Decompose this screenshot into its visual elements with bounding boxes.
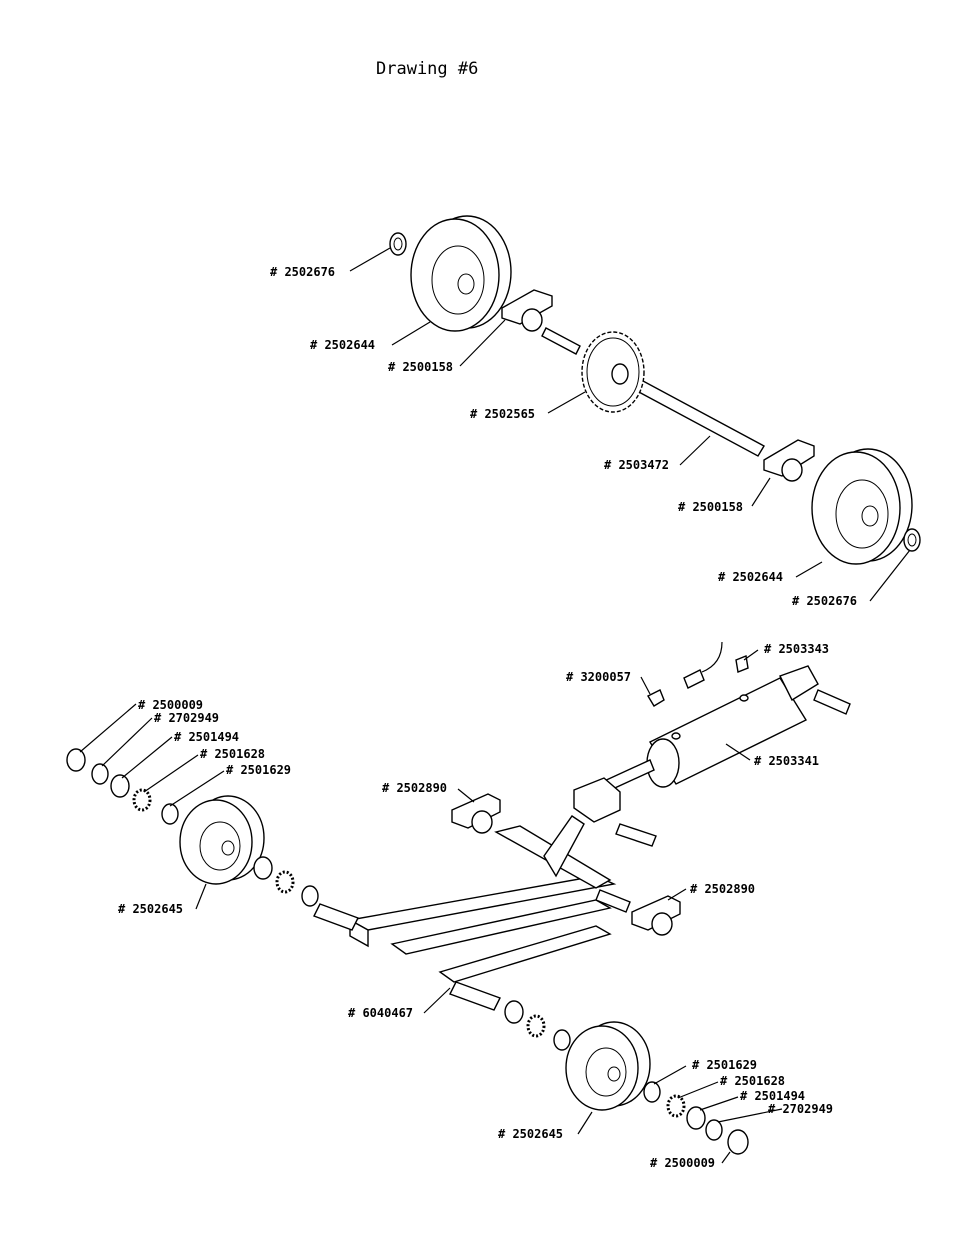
label-2502645-right: # 2502645 xyxy=(498,1127,563,1141)
label-2502645-left: # 2502645 xyxy=(118,902,183,916)
wheel-2502644-right xyxy=(811,448,913,565)
label-6040467: # 6040467 xyxy=(348,1006,413,1020)
right-bearing-stack xyxy=(504,1000,749,1155)
clevis xyxy=(573,777,657,847)
wheel-2502644-top xyxy=(410,215,512,332)
label-2502644-right: # 2502644 xyxy=(718,570,783,584)
left-bearing-stack xyxy=(66,748,319,907)
label-2501494-right: # 2501494 xyxy=(740,1089,805,1103)
label-2502676-top: # 2502676 xyxy=(270,265,335,279)
label-2502644-top: # 2502644 xyxy=(310,338,375,352)
part-labels: # 2502676 # 2502644 # 2500158 # 2502565 … xyxy=(118,265,857,1170)
label-2501494-left: # 2501494 xyxy=(174,730,239,744)
label-2702949-left: # 2702949 xyxy=(154,711,219,725)
label-2501629-left: # 2501629 xyxy=(226,763,291,777)
label-2500158-right: # 2500158 xyxy=(678,500,743,514)
label-2500009-right: # 2500009 xyxy=(650,1156,715,1170)
axle-2503472 xyxy=(541,327,765,457)
hose-fitting xyxy=(683,641,723,689)
label-2502890-left: # 2502890 xyxy=(382,781,447,795)
label-2503341: # 2503341 xyxy=(754,754,819,768)
bottom-axle-assembly xyxy=(66,641,851,1155)
bearing-block-2502890-left xyxy=(451,793,501,834)
top-axle-assembly xyxy=(389,215,921,565)
drawing-title: Drawing #6 xyxy=(376,59,478,79)
bearing-block-2502890-right xyxy=(631,895,681,936)
label-2503472: # 2503472 xyxy=(604,458,669,472)
hydraulic-cylinder-2503341 xyxy=(601,665,851,793)
sprocket-2502565 xyxy=(581,331,645,413)
label-2502890-right: # 2502890 xyxy=(690,882,755,896)
bearing-block-2500158-top xyxy=(501,289,553,332)
frame-6040467 xyxy=(313,815,631,1011)
wheel-2502645-left xyxy=(179,795,265,885)
label-2502676-right: # 2502676 xyxy=(792,594,857,608)
label-2501629-right: # 2501629 xyxy=(692,1058,757,1072)
washer-2502676-right xyxy=(903,528,921,552)
leader-lines xyxy=(79,247,911,1164)
label-2501628-left: # 2501628 xyxy=(200,747,265,761)
label-3200057: # 3200057 xyxy=(566,670,631,684)
wheel-2502645-right xyxy=(565,1021,651,1111)
label-2503343: # 2503343 xyxy=(764,642,829,656)
label-2500009-left: # 2500009 xyxy=(138,698,203,712)
bearing-block-2500158-right xyxy=(763,439,815,482)
label-2501628-right: # 2501628 xyxy=(720,1074,785,1088)
fitting-3200057 xyxy=(647,689,665,707)
washer-2502676-top xyxy=(389,232,407,256)
label-2500158-top: # 2500158 xyxy=(388,360,453,374)
label-2702949-right: # 2702949 xyxy=(768,1102,833,1116)
label-2502565: # 2502565 xyxy=(470,407,535,421)
